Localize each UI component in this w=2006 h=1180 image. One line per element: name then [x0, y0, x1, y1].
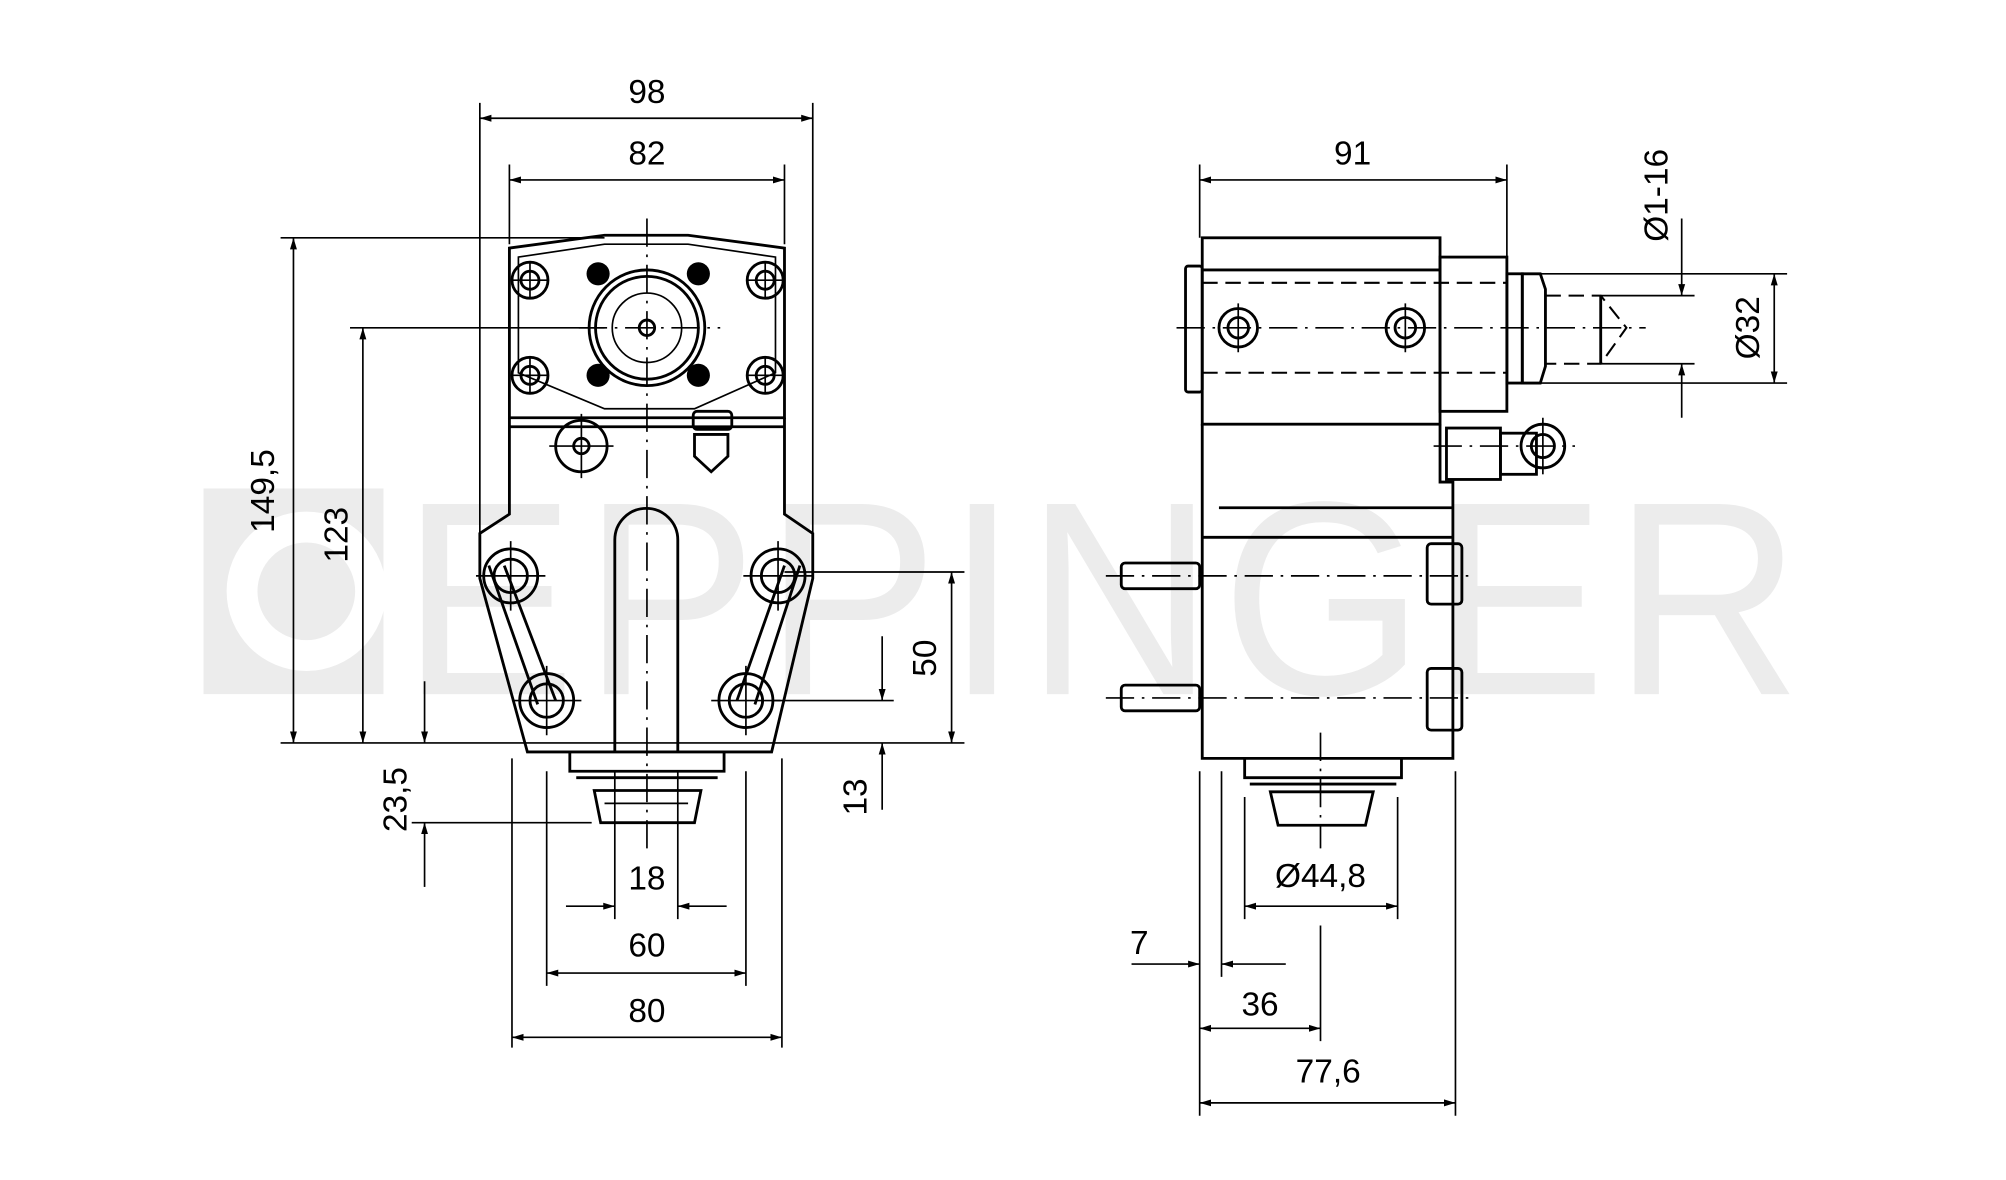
dim-overall-width: 98	[628, 74, 665, 111]
front-view-dimensions: 98 82 149,5 123 50 13 23,5 18 60 80	[245, 74, 965, 1048]
dim-arm-hole-height: 50	[907, 640, 944, 677]
dim-base-depth: 77,6	[1296, 1053, 1361, 1090]
dim-pin-offset: 7	[1130, 925, 1149, 962]
brand-logo-icon	[203, 488, 387, 695]
side-view-dimensions: 91 Ø1-16 Ø32 Ø44,8 7 36 77,6	[1130, 136, 1788, 1116]
dim-body-length: 91	[1334, 136, 1371, 173]
brand-watermark: EPPINGER	[203, 444, 1809, 753]
dim-overall-height: 149,5	[245, 449, 282, 533]
dim-center-height: 123	[318, 507, 355, 563]
dim-clamp-projection: 23,5	[378, 767, 415, 832]
dim-flange-width: 82	[628, 136, 665, 173]
dim-lower-hole-offset: 13	[838, 778, 875, 815]
dim-base-width: 80	[628, 993, 665, 1030]
dim-lower-hole-spacing: 60	[628, 927, 665, 964]
dim-clamp-center: 36	[1241, 986, 1278, 1023]
dim-clamp-diameter: Ø44,8	[1275, 858, 1366, 895]
brand-watermark-text: EPPINGER	[401, 444, 1809, 753]
side-view	[1105, 236, 1646, 849]
dim-collet-range: Ø1-16	[1639, 149, 1676, 242]
dim-slot-width: 18	[628, 860, 665, 897]
dim-shank-diameter: Ø32	[1730, 296, 1767, 359]
